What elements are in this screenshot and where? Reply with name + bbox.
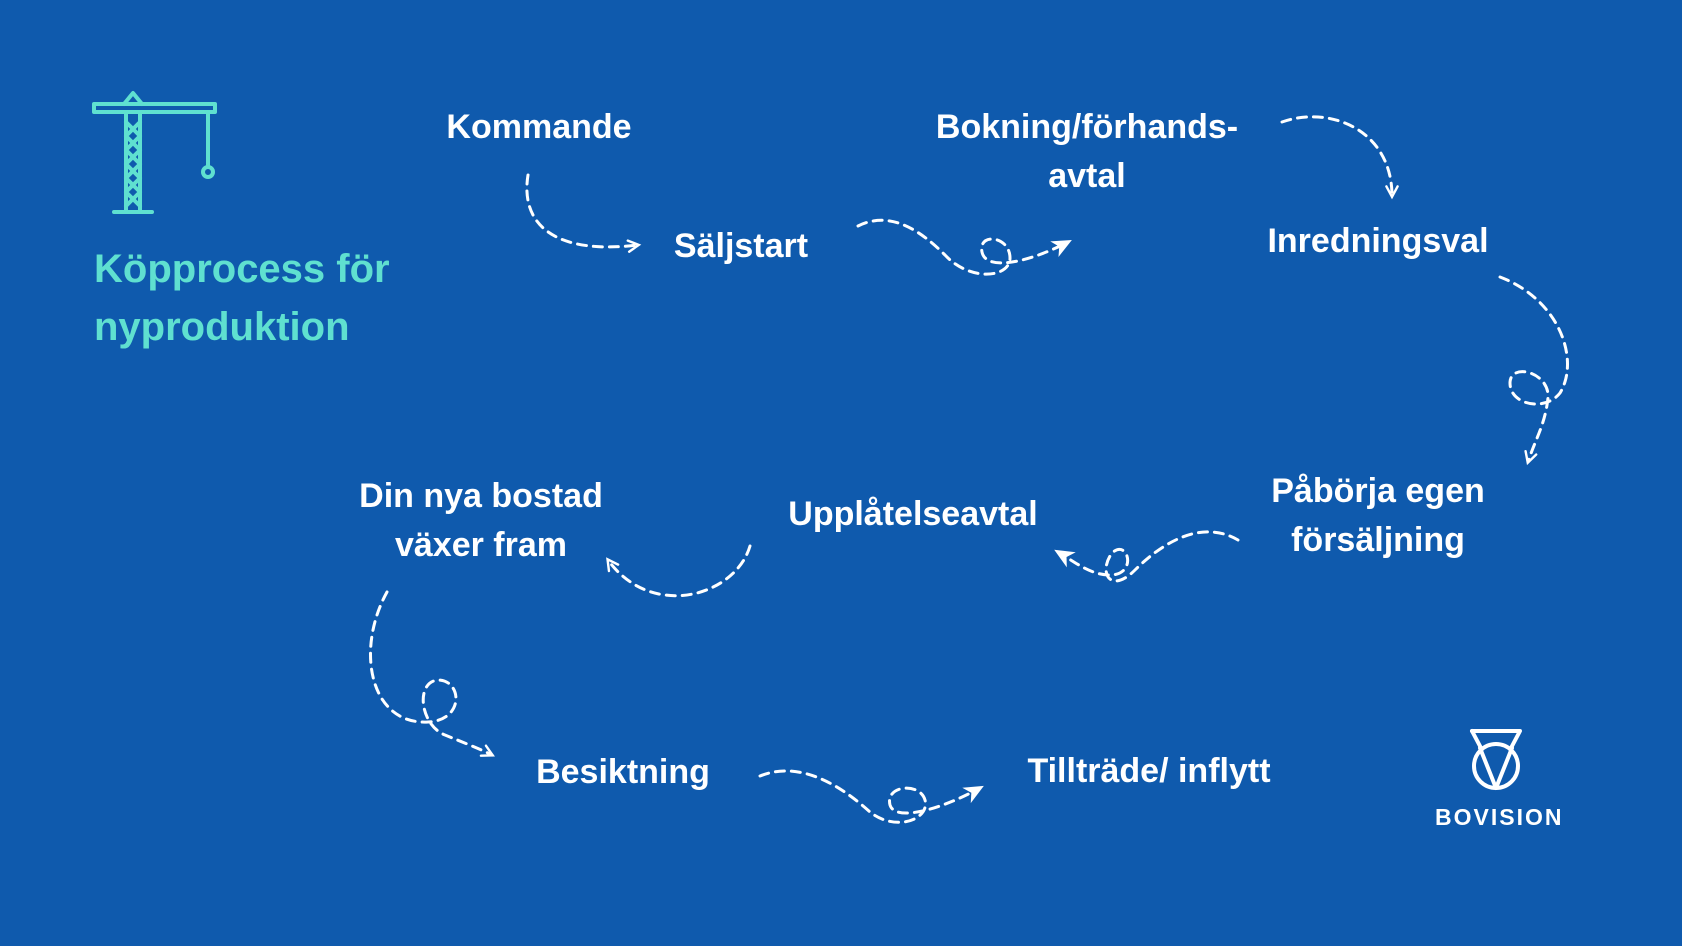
step-upplatelseavtal: Upplåtelseavtal xyxy=(788,490,1037,539)
step-label-line: Upplåtelseavtal xyxy=(788,495,1038,533)
step-label-line: växer fram xyxy=(394,526,568,564)
title-line-1: Köpprocess för xyxy=(94,247,390,291)
step-label-line: försäljning xyxy=(1291,521,1465,559)
step-bokning: Bokning/förhands- avtal xyxy=(936,103,1238,201)
bovision-logo-text: BOVISION xyxy=(1435,804,1564,830)
arrow-kommande-to-saljstart xyxy=(525,173,642,253)
step-label-line: Din nya bostad xyxy=(359,477,603,515)
step-label-line: Säljstart xyxy=(673,227,809,265)
step-label-line: Besiktning xyxy=(536,753,710,791)
arrow-upplatelseavtal-to-bostad xyxy=(606,544,752,598)
step-paborja: Påbörja egen försäljning xyxy=(1271,467,1485,565)
step-label-line: Kommande xyxy=(446,108,632,146)
arrow-besiktning-to-tilltrade xyxy=(758,769,984,824)
arrow-bostad-to-besiktning xyxy=(369,590,495,757)
arrow-bokning-to-inredningsval xyxy=(1280,115,1399,200)
step-kommande: Kommande xyxy=(446,103,631,152)
title-line-2: nyproduktion xyxy=(94,305,350,349)
page-title: Köpprocess för nyproduktion xyxy=(94,240,390,356)
step-label-line: Bokning/förhands- xyxy=(935,108,1239,146)
step-label-line: avtal xyxy=(1048,157,1126,195)
arrow-paborja-to-upplatelseavtal xyxy=(1054,530,1240,583)
arrow-saljstart-to-bokning xyxy=(856,218,1072,276)
step-label-line: Påbörja egen xyxy=(1271,472,1485,510)
step-inredningsval: Inredningsval xyxy=(1267,217,1488,266)
step-label-line: Tillträde/ inflytt xyxy=(1027,752,1271,790)
step-tilltrade: Tillträde/ inflytt xyxy=(1027,747,1270,796)
step-label-line: Inredningsval xyxy=(1267,222,1489,260)
step-saljstart: Säljstart xyxy=(674,222,808,271)
step-din-nya-bostad: Din nya bostad växer fram xyxy=(359,472,603,570)
step-besiktning: Besiktning xyxy=(536,748,710,797)
